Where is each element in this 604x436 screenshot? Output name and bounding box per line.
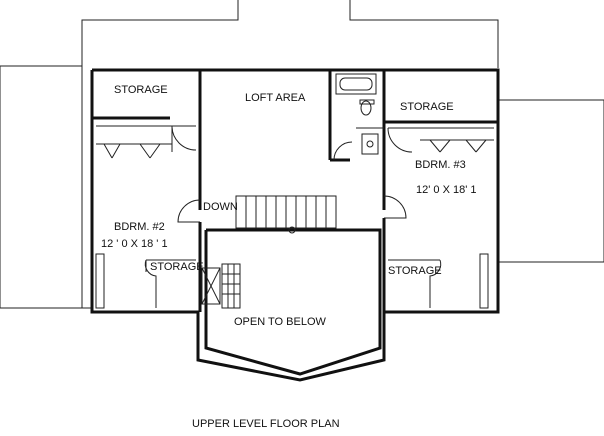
down-label: DOWN: [203, 201, 238, 213]
loft-area-label: LOFT AREA: [245, 92, 306, 104]
exterior-walls: [90, 68, 500, 382]
storage-mid-right-label: STORAGE: [388, 265, 442, 277]
storage-top-right-label: STORAGE: [400, 101, 454, 113]
bedroom-2-name: BDRM. #2: [114, 221, 165, 233]
bedroom-2-size: 12 ' 0 X 18 ' 1: [101, 238, 168, 250]
storage-top-left-label: STORAGE: [114, 84, 168, 96]
bedroom-3-size: 12' 0 X 18' 1: [416, 184, 476, 196]
roof-outline: [0, 0, 604, 309]
open-to-below-label: OPEN TO BELOW: [234, 316, 327, 328]
storage-mid-left-label: STORAGE: [150, 261, 204, 273]
floor-plan-caption: UPPER LEVEL FLOOR PLAN: [192, 418, 340, 430]
bedroom-3-name: BDRM. #3: [415, 159, 466, 171]
interior-walls: [92, 70, 498, 376]
